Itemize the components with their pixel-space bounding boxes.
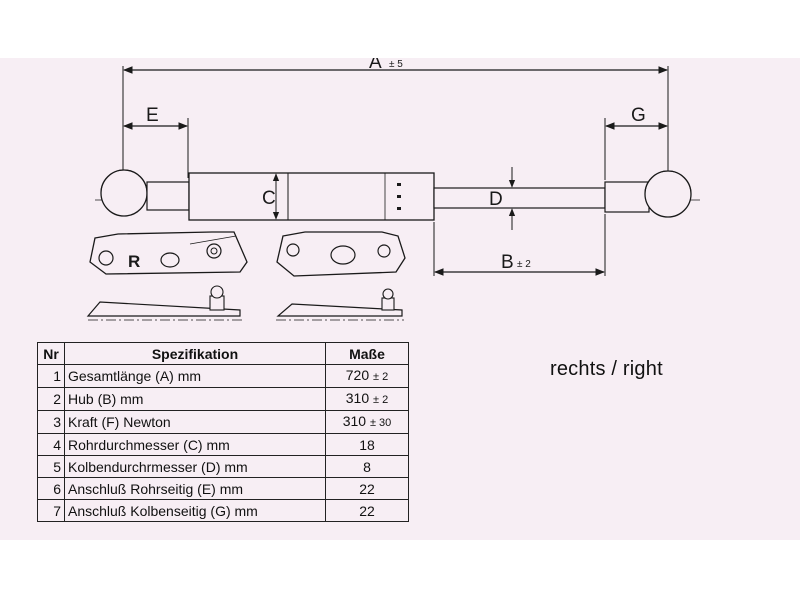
right-bracket-top-view [276,231,406,277]
table-row: 2 Hub (B) mm 310 ± 2 [37,387,409,411]
row-value-tolerance: ± 2 [373,371,389,383]
gas-spring: C D [95,167,700,230]
table-row: 1 Gesamtlänge (A) mm 720 ± 2 [37,364,409,388]
row-spec: Anschluß Rohrseitig (E) mm [64,477,326,500]
row-spec: Kolbendurchrmesser (D) mm [64,455,326,478]
dimension-b-tolerance: ± 2 [517,259,531,270]
dimension-a: A ± 5 [122,58,669,190]
row-value-tolerance: ± 2 [373,394,389,406]
row-value-number: 310 [345,390,370,406]
row-value: 310 ± 2 [325,387,409,411]
dimension-e-label: E [146,105,159,126]
specification-table: Nr Spezifikation Maße 1 Gesamtlänge (A) … [37,342,409,522]
table-row: 5 Kolbendurchrmesser (D) mm 8 [37,455,409,478]
header-spec: Spezifikation [64,342,326,365]
row-spec: Hub (B) mm [64,387,326,411]
table-row: 4 Rohrdurchmesser (C) mm 18 [37,433,409,456]
row-value-number: 310 [342,413,367,429]
table-header-row: Nr Spezifikation Maße [37,342,409,365]
dimension-b: B ± 2 [433,214,606,276]
row-nr: 3 [37,410,65,434]
row-value: 22 [325,477,409,500]
dimension-g: G [604,105,668,180]
row-value-number: 22 [359,502,375,519]
dimension-c-label: C [262,188,276,209]
row-value: 18 [325,433,409,456]
table-row: 3 Kraft (F) Newton 310 ± 30 [37,410,409,434]
row-nr: 6 [37,477,65,500]
table-row: 6 Anschluß Rohrseitig (E) mm 22 [37,477,409,500]
row-spec: Rohrdurchmesser (C) mm [64,433,326,456]
gas-spring-drawing: A ± 5 E G [86,58,700,321]
row-nr: 1 [37,364,65,388]
row-nr: 7 [37,499,65,522]
row-value-number: 8 [363,458,371,475]
row-spec: Gesamtlänge (A) mm [64,364,326,388]
row-spec: Anschluß Kolbenseitig (G) mm [64,499,326,522]
dimension-d-label: D [489,189,503,210]
dimension-a-tolerance: ± 5 [389,59,403,70]
right-bracket-side-view [276,288,404,321]
row-value: 310 ± 30 [325,410,409,434]
left-bracket-side-view [86,285,242,321]
row-value: 8 [325,455,409,478]
bracket-r-label: R [128,252,140,271]
row-nr: 5 [37,455,65,478]
row-spec: Kraft (F) Newton [64,410,326,434]
table-row: 7 Anschluß Kolbenseitig (G) mm 22 [37,499,409,522]
header-nr: Nr [37,342,65,365]
dimension-g-label: G [631,105,646,126]
left-bracket-top-view: R [89,231,248,275]
row-value-number: 720 [345,367,370,383]
row-nr: 4 [37,433,65,456]
row-value-number: 18 [359,436,375,453]
dimension-e: E [123,105,189,178]
side-label: rechts / right [550,358,663,380]
row-value: 720 ± 2 [325,364,409,388]
header-value: Maße [325,342,409,365]
row-value-number: 22 [359,480,375,497]
row-value-tolerance: ± 30 [369,417,392,429]
row-value: 22 [325,499,409,522]
dimension-a-label: A [369,58,382,73]
row-nr: 2 [37,387,65,411]
dimension-b-label: B [501,252,514,273]
